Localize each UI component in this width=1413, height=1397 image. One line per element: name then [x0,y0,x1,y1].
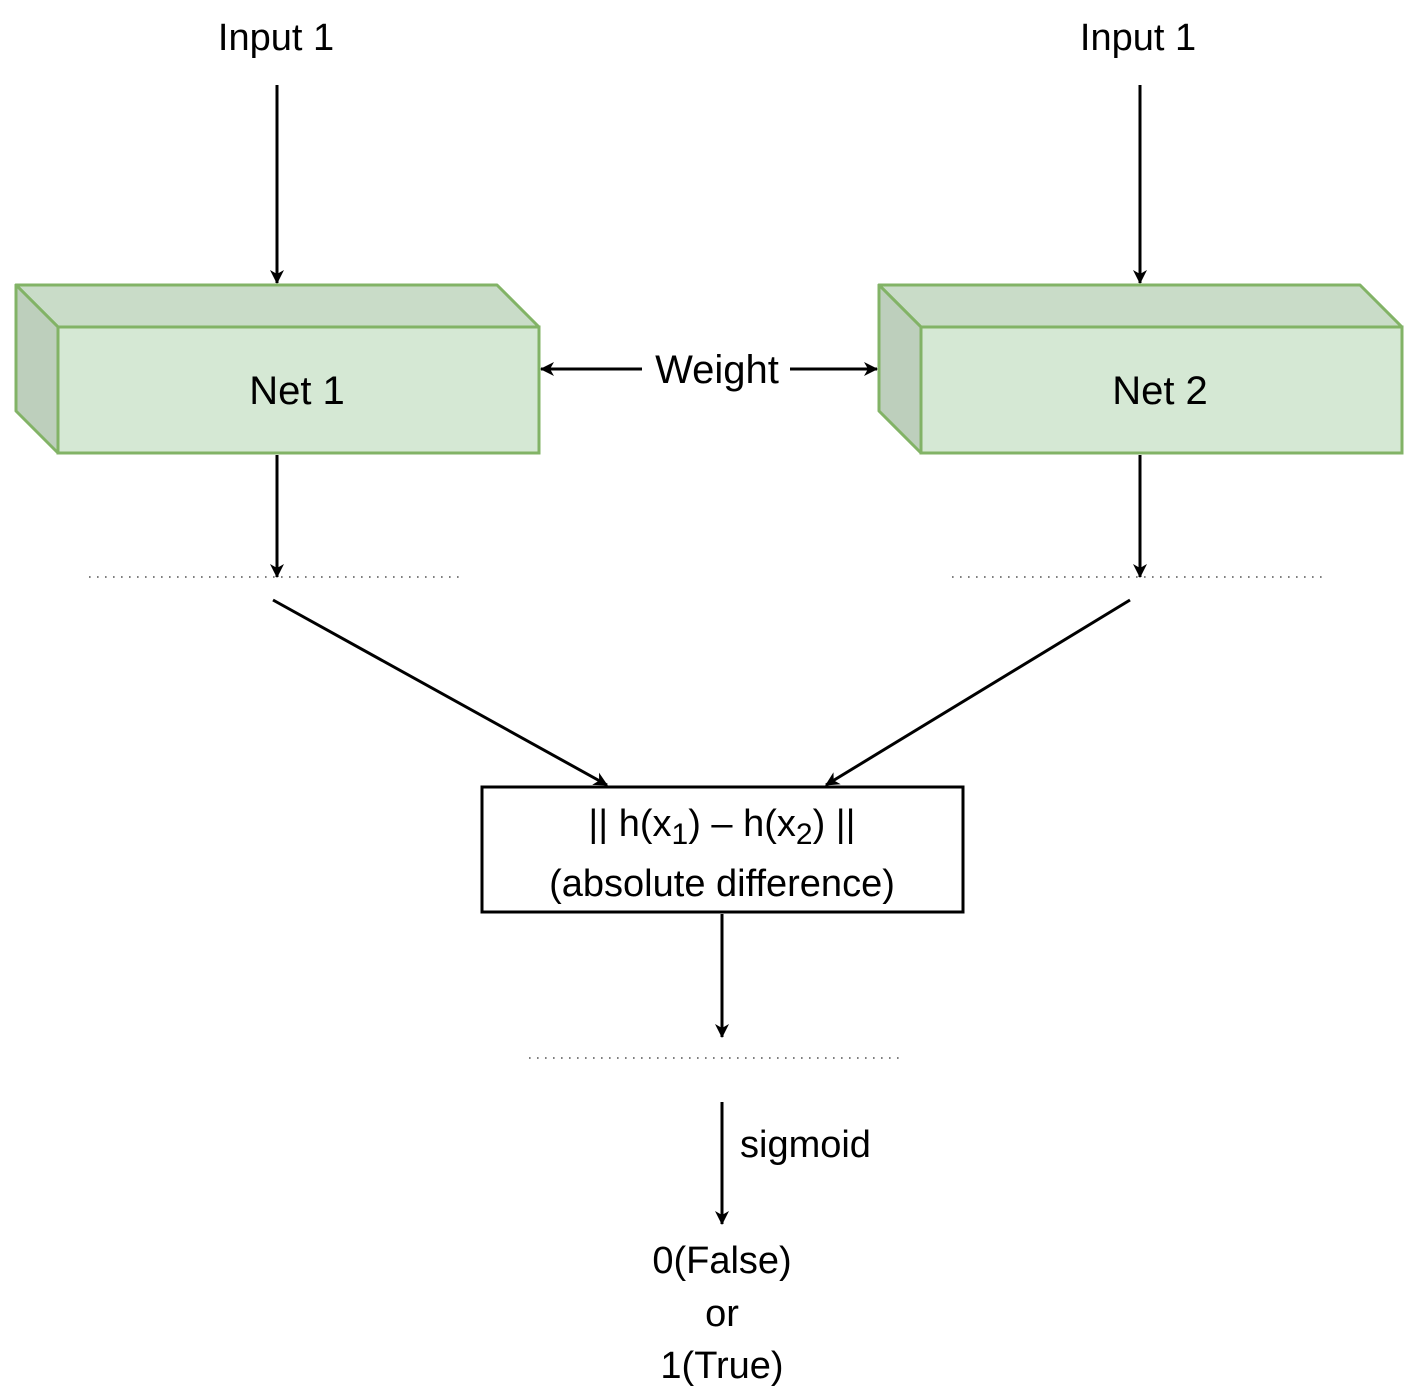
output-true-label: 1(True) [660,1345,783,1387]
sigmoid-label: sigmoid [740,1124,871,1166]
output-false-label: 0(False) [652,1240,791,1282]
net-1-top-face [14,283,541,329]
output-or-label: or [705,1293,739,1335]
net-2-front-face [919,325,1404,455]
net-1-front-face [56,325,541,455]
input-left-label: Input 1 [218,17,334,59]
net-1-label: Net 1 [249,369,345,413]
net-2-label: Net 2 [1112,369,1208,413]
embedding-left-to-distance-arrow [272,598,608,787]
output-block: 0(False) or 1(True) [652,1240,791,1387]
weight-label: Weight [655,348,779,392]
net-2-block: Net 2 [877,283,1404,455]
embedding-right-to-distance-arrow [825,598,1131,787]
distance-description: (absolute difference) [549,863,895,905]
input-right-label: Input 1 [1080,17,1196,59]
distance-block: || h(x1) – h(x2) || (absolute difference… [480,785,965,914]
net-1-block: Net 1 [14,283,541,455]
distance-box [480,785,965,914]
net-2-top-face [877,283,1404,329]
distance-formula: || h(x1) – h(x2) || [588,803,855,851]
